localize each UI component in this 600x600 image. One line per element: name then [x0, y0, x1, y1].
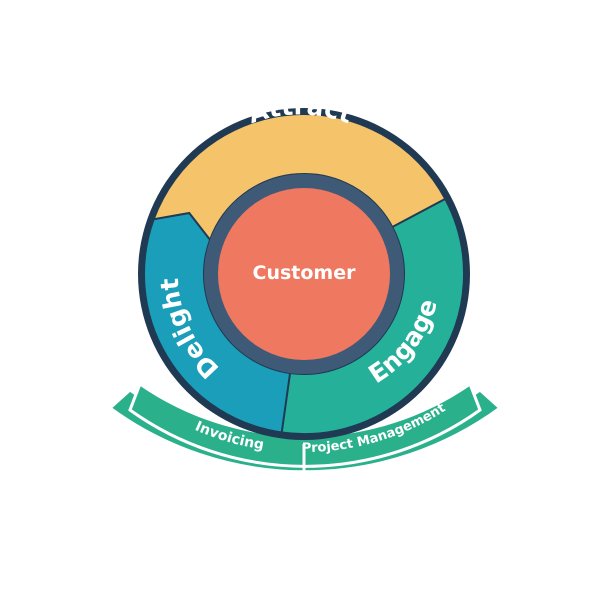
flywheel-segments	[143, 113, 465, 435]
customer-circle	[218, 188, 390, 360]
center-label: Customer	[253, 262, 357, 284]
service-bands	[107, 381, 503, 474]
inner-band	[128, 381, 482, 468]
